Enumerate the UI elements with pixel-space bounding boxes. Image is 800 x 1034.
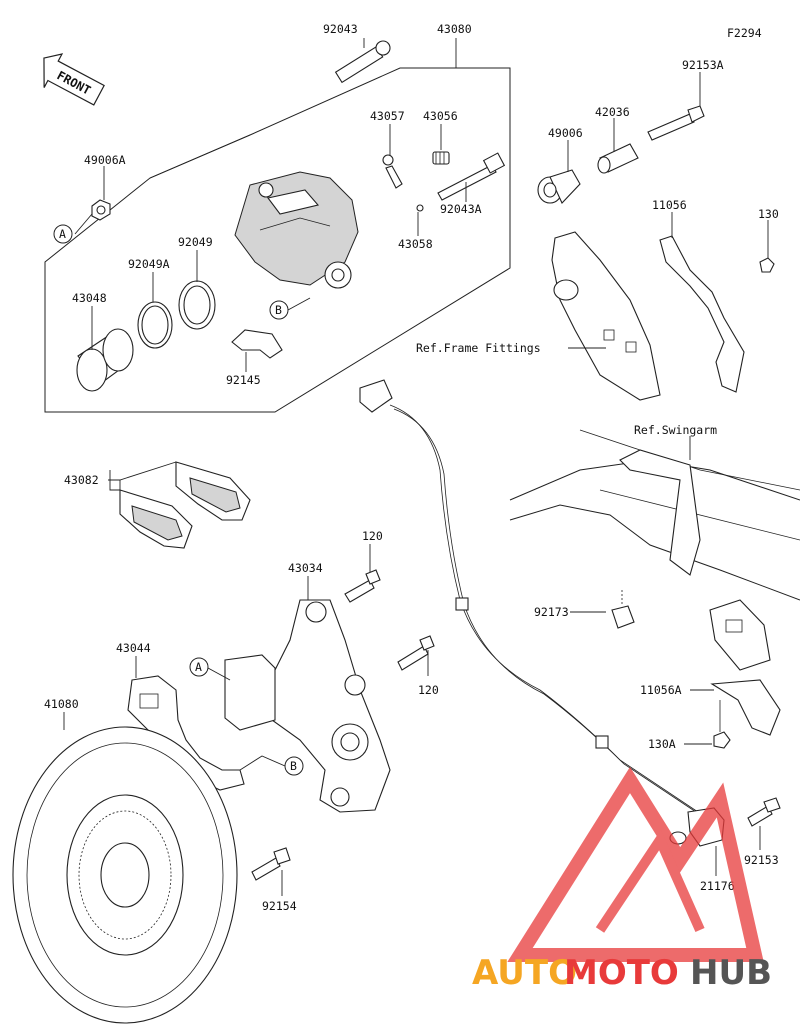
label-92049A: 92049A	[128, 257, 170, 271]
slide-pin-92043	[334, 40, 391, 84]
mark-b-upper-label: B	[275, 303, 282, 317]
mark-a-upper-label: A	[59, 227, 66, 241]
seal-92049A-inner	[141, 305, 169, 345]
label-43082: 43082	[64, 473, 99, 487]
sleeve-42036	[597, 143, 639, 174]
bolt-92153A	[647, 105, 705, 141]
figure-code: F2294	[727, 26, 762, 40]
label-11056: 11056	[652, 198, 687, 212]
bolt-130	[759, 257, 775, 273]
label-43057: 43057	[370, 109, 405, 123]
label-92043A: 92043A	[440, 202, 482, 216]
mark-b-upper: B	[269, 300, 289, 320]
label-92154: 92154	[262, 899, 297, 913]
washer-43058	[416, 204, 424, 212]
label-43044: 43044	[116, 641, 151, 655]
label-130: 130	[758, 207, 779, 221]
nut-49006A	[91, 199, 111, 221]
bolt-92153	[747, 797, 781, 827]
label-92153: 92153	[744, 853, 779, 867]
bracket-11056	[659, 235, 745, 393]
label-43080: 43080	[437, 22, 472, 36]
label-130A: 130A	[648, 737, 676, 751]
brake-disc-41080	[12, 726, 238, 1024]
bolt-120-upper	[344, 569, 381, 603]
watermark-hub: HUB	[690, 953, 772, 993]
bracket-11056A	[710, 679, 781, 736]
bolt-92154	[251, 847, 291, 881]
front-arrow-icon: FRONT	[43, 53, 105, 106]
watermark-moto: MOTO	[564, 953, 679, 993]
label-43034: 43034	[288, 561, 323, 575]
mark-b-lower-label: B	[290, 759, 297, 773]
collar-49006	[537, 169, 581, 204]
label-92153A: 92153A	[682, 58, 724, 72]
ref-frame-fittings: Ref.Frame Fittings	[416, 341, 541, 355]
label-92049: 92049	[178, 235, 213, 249]
clip-92173	[611, 590, 635, 629]
brake-pads-43082	[119, 461, 251, 549]
bolt-120-lower	[397, 635, 435, 671]
ref-swingarm: Ref.Swingarm	[634, 423, 717, 437]
watermark-auto: AUTO	[472, 953, 577, 993]
abs-sensor-cable	[359, 379, 715, 825]
label-43058: 43058	[398, 237, 433, 251]
frame-bracket	[551, 231, 661, 401]
label-49006A: 49006A	[84, 153, 126, 167]
bleeder-43057	[382, 154, 403, 189]
label-43056: 43056	[423, 109, 458, 123]
leader-lines	[63, 38, 769, 896]
mark-b-lower: B	[284, 756, 304, 776]
spring-92145	[231, 329, 283, 359]
seal-92049-inner	[183, 285, 211, 325]
label-92043: 92043	[323, 22, 358, 36]
label-42036: 42036	[595, 105, 630, 119]
mark-a-lower: A	[189, 657, 209, 677]
mark-a-lower-label: A	[195, 660, 202, 674]
bolt-130A	[713, 700, 731, 749]
label-21176: 21176	[700, 879, 735, 893]
watermark-logo	[507, 766, 764, 962]
label-120-lower: 120	[418, 683, 439, 697]
label-43048: 43048	[72, 291, 107, 305]
label-92173: 92173	[534, 605, 569, 619]
piston-43048	[76, 328, 134, 392]
cap-43056	[432, 151, 450, 165]
caliper-body	[234, 171, 359, 289]
swingarm-outline	[509, 429, 800, 671]
label-92145: 92145	[226, 373, 261, 387]
label-11056A: 11056A	[640, 683, 682, 697]
label-49006: 49006	[548, 126, 583, 140]
mark-a-upper: A	[53, 224, 73, 244]
caliper-bracket-43034	[224, 599, 391, 813]
label-120-upper: 120	[362, 529, 383, 543]
label-41080: 41080	[44, 697, 79, 711]
pin-92043A	[437, 152, 506, 201]
